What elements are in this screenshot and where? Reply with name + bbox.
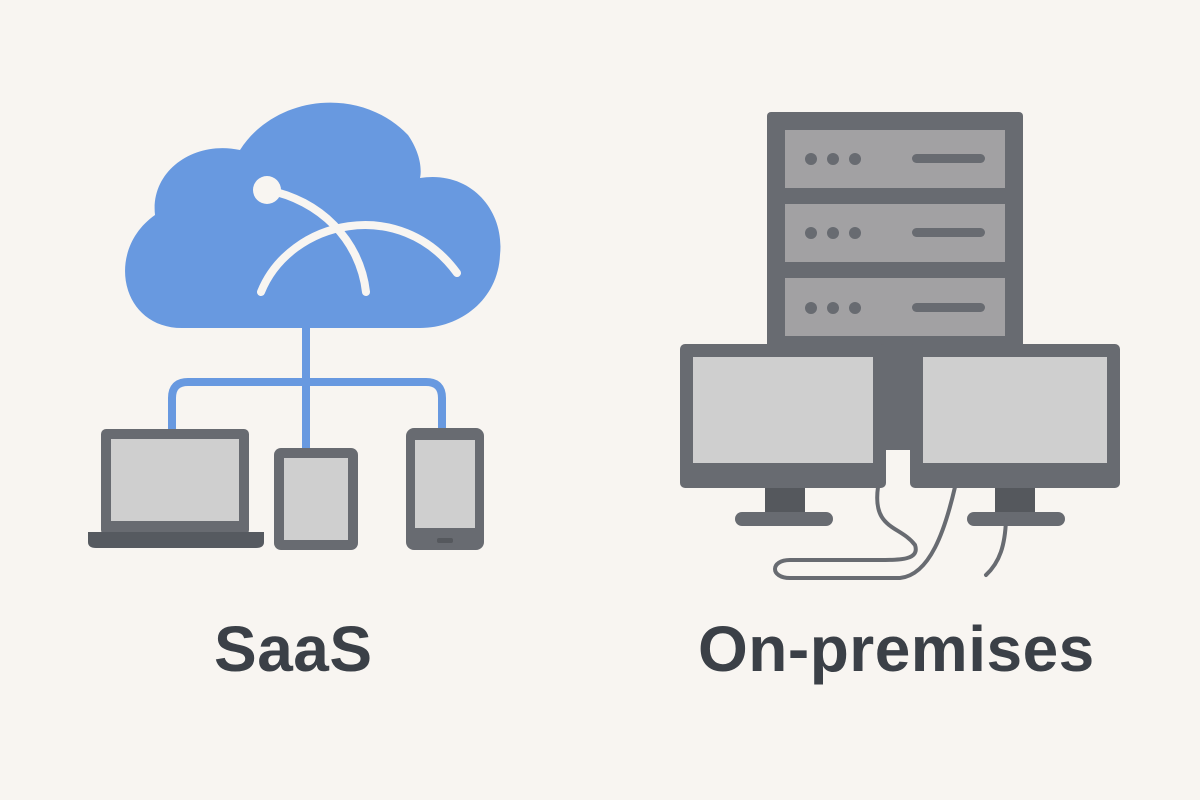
on-premises-label: On-premises <box>698 613 1095 685</box>
laptop-icon <box>88 429 264 548</box>
saas-label: SaaS <box>214 613 373 685</box>
tablet-icon <box>274 448 358 550</box>
phone-icon <box>406 428 484 550</box>
monitor-right-icon <box>910 344 1120 526</box>
server-rack-icon <box>767 112 1023 450</box>
cloud-icon <box>125 102 501 328</box>
cable-lines <box>773 485 1008 580</box>
cloud-connector-lines <box>168 328 446 450</box>
monitor-left-icon <box>680 344 886 526</box>
